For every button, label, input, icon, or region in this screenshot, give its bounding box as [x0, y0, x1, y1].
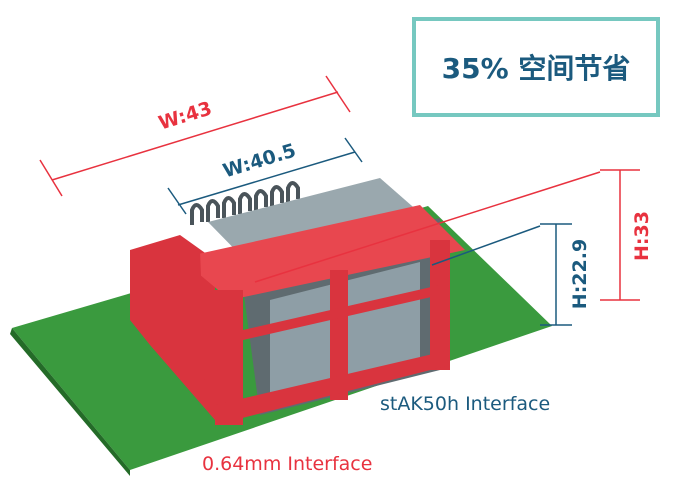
header-pins — [190, 181, 300, 225]
outer-width-dimension — [39, 75, 351, 197]
inner-width-dimension — [167, 137, 363, 215]
outer-height-label: H:33 — [630, 211, 653, 261]
outer-height-dimension — [254, 169, 640, 301]
stak-interface-label: stAK50h Interface — [380, 393, 551, 415]
pcb-board-edge — [10, 328, 130, 476]
red-housing-frame — [160, 240, 450, 425]
red-housing-top-rail — [180, 205, 465, 300]
inner-height-label: H:22.9 — [569, 238, 592, 310]
space-saving-callout: 35% 空间节省 — [412, 17, 660, 117]
inner-height-dimension — [431, 223, 572, 326]
pitch-interface-label: 0.64mm Interface — [202, 453, 373, 475]
